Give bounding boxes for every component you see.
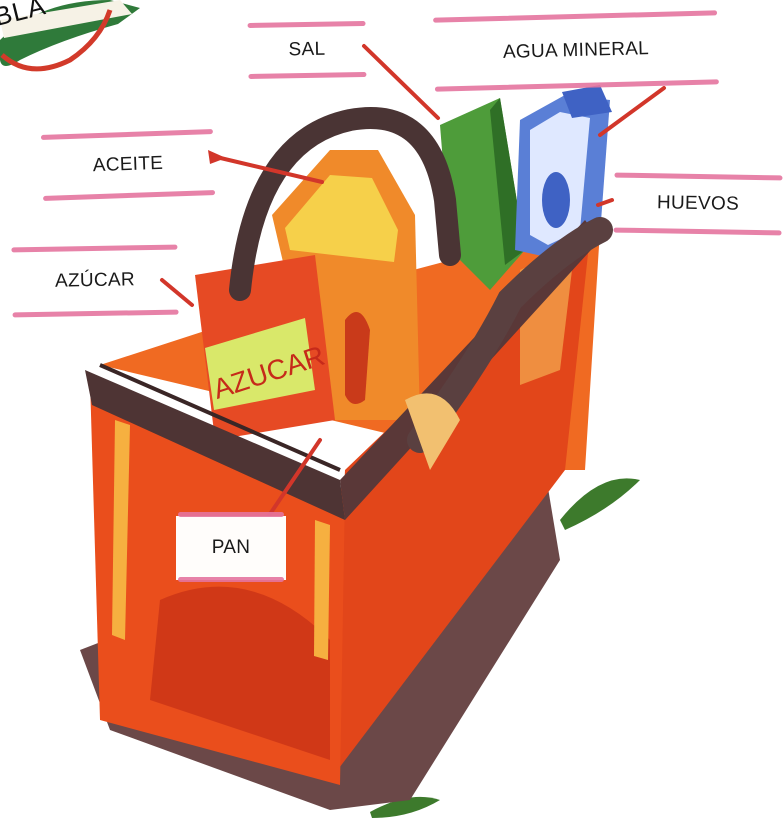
corner-tag: BLA — [0, 0, 144, 68]
label-sal: SAL — [246, 21, 369, 79]
leaf-right — [560, 478, 640, 530]
label-azucar: AZÚCAR — [9, 245, 180, 318]
label-pan: PAN — [176, 516, 286, 580]
label-agua-mineral: AGUA MINERAL — [431, 10, 721, 92]
label-aceite: ACEITE — [39, 129, 217, 201]
corner-tag-text: BLA — [0, 0, 49, 33]
label-huevos: HUEVOS — [611, 173, 783, 236]
